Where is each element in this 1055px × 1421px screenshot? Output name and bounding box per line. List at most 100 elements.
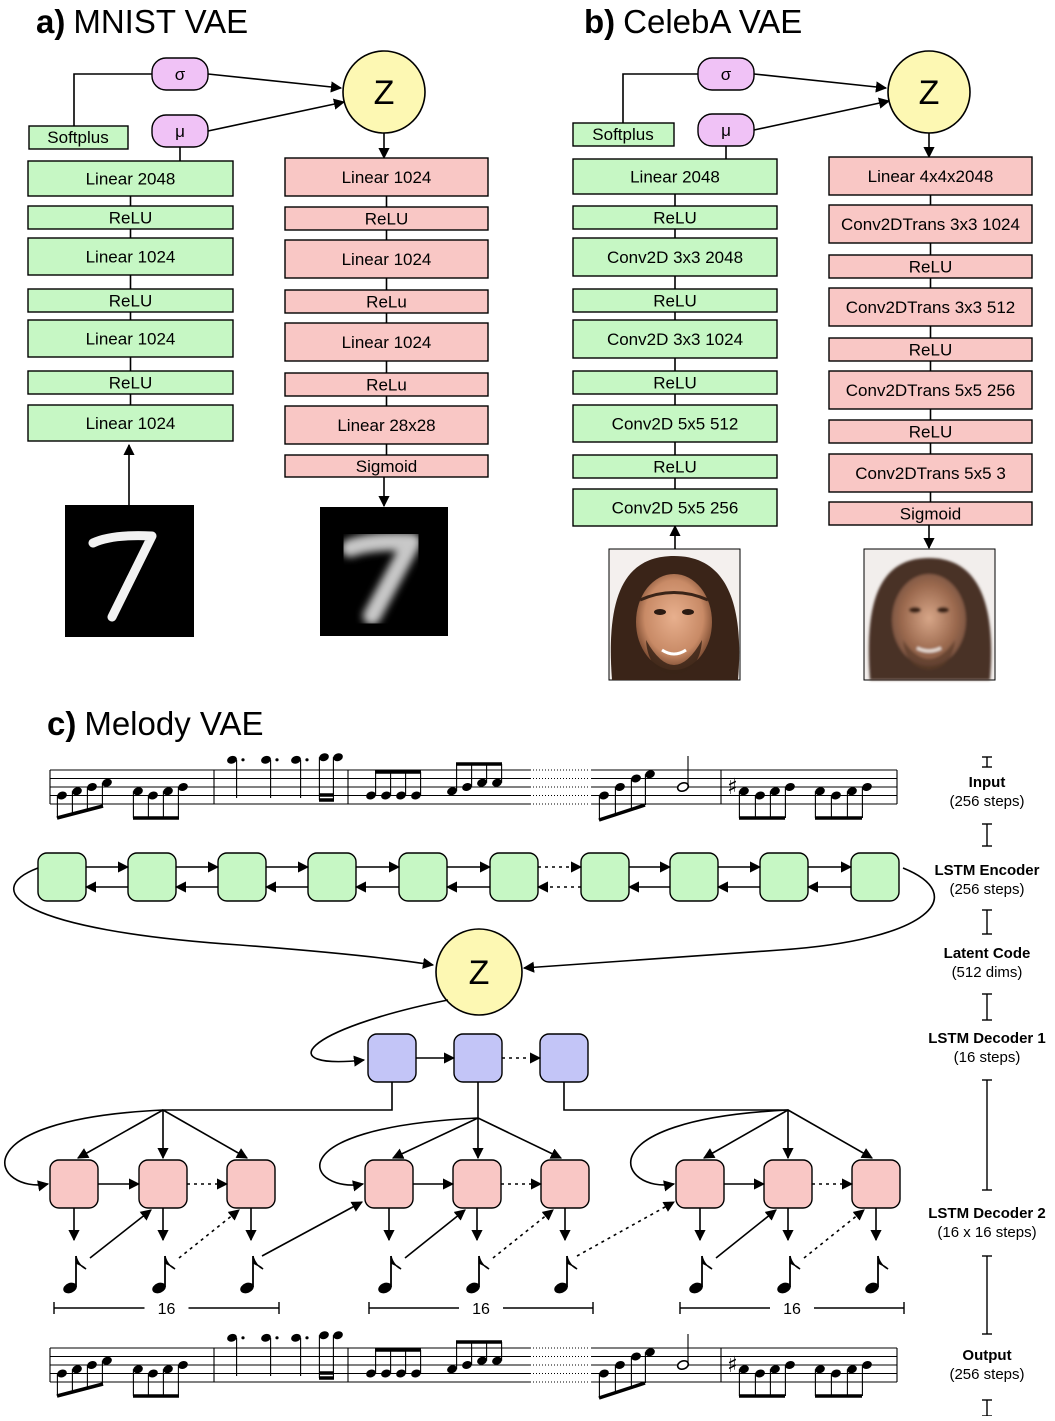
panel-b-encoder-layer-conv2d-5x5-512 <box>572 404 778 443</box>
panel-a: a)MNIST VAE σ μ Z Softplus Linear 2048Re… <box>27 3 489 637</box>
lstm-decoder2-cell <box>138 1159 188 1209</box>
panel-b-encoder-layer-label: Linear 2048 <box>630 168 720 187</box>
lstm-decoder2-cell <box>364 1159 414 1209</box>
panel-a-arrow <box>207 73 343 93</box>
panel-b-encoder-layer-conv2d-3x3-2048 <box>572 237 778 277</box>
panel-a-encoder-layer-linear-1024 <box>27 404 234 442</box>
lstm-encoder-cell <box>580 852 630 902</box>
encoder-to-z-arrow <box>12 867 435 969</box>
panel-b-letter: b) <box>584 3 615 40</box>
panel-a-softplus <box>28 125 129 150</box>
panel-b-decoder-layer-label: ReLU <box>909 341 952 360</box>
decoder1-to-decoder2-arrow <box>563 1082 794 1160</box>
encoder-to-z-arrow <box>522 867 936 973</box>
panel-b-encoder-layer-label: Conv2D 5x5 512 <box>612 415 739 434</box>
panel-a-decoder-layer-linear-1024 <box>284 157 489 197</box>
lstm-decoder1-cell <box>539 1033 589 1083</box>
lstm-decoder1-row <box>367 1033 589 1083</box>
decoder1-to-decoder2-arrow <box>157 1082 393 1160</box>
lstm-decoder2-cell <box>226 1159 276 1209</box>
panel-c-title: c)Melody VAE <box>47 705 263 742</box>
note-icon <box>689 1255 713 1294</box>
panel-a-decoder-layer-linear-1024 <box>284 322 489 362</box>
panel-a-decoder-layer-label: Linear 28x28 <box>337 416 435 435</box>
panel-a-encoder-layer-label: Linear 1024 <box>86 330 176 349</box>
panel-b-softplus-label: Softplus <box>592 125 653 144</box>
note-icon <box>152 1255 176 1294</box>
decoder2-group: 16 <box>3 1082 393 1318</box>
lstm-decoder2-row: 16 16 16 <box>3 1082 905 1318</box>
panel-c-title-text: Melody VAE <box>84 705 263 742</box>
panel-b-encoder-layer-label: Conv2D 3x3 1024 <box>607 330 743 349</box>
panel-a-mu-label: μ <box>175 122 185 141</box>
panel-b-link <box>622 73 698 123</box>
panel-a-encoder-layer-label: ReLU <box>109 374 152 393</box>
side-label-subtitle: (16 steps) <box>954 1049 1021 1066</box>
panel-b-decoder-layer-conv2dtrans-5x5-256 <box>828 370 1033 410</box>
panel-c-z-label: Z <box>469 954 490 992</box>
decoder1-to-decoder2-arrow <box>703 1109 789 1159</box>
note-icon <box>378 1255 402 1294</box>
side-label-title: Input <box>969 774 1006 791</box>
panel-a-encoder-layer-label: Linear 1024 <box>86 248 176 267</box>
decoder2-group: 16 <box>318 1082 594 1318</box>
panel-a-encoder-layer-label: Linear 1024 <box>86 414 176 433</box>
lstm-encoder-cell <box>489 852 539 902</box>
panel-a-title-text: MNIST VAE <box>73 3 248 40</box>
group-length-label: 16 <box>158 1301 176 1318</box>
panel-c-letter: c) <box>47 705 76 742</box>
panel-a-sigma-label: σ <box>175 65 186 84</box>
panel-a-decoder-layer-label: Linear 1024 <box>342 250 432 269</box>
panel-a-z-label: Z <box>374 74 395 112</box>
group-transition-arrow <box>261 1201 363 1257</box>
panel-a-decoder-layer-linear-28x28 <box>284 405 489 445</box>
lstm-encoder-cell <box>307 852 357 902</box>
mnist-input-digit <box>88 531 157 622</box>
side-label-subtitle: (256 steps) <box>949 881 1024 898</box>
lstm-decoder2-cell <box>851 1159 901 1209</box>
lstm-decoder2-cell <box>675 1159 725 1209</box>
panel-b-decoder-layer-label: Conv2DTrans 5x5 256 <box>846 381 1015 400</box>
lstm-encoder-cell <box>759 852 809 902</box>
decoder1-to-decoder2-arrow <box>77 1109 164 1159</box>
note-icon <box>63 1255 87 1294</box>
panel-b-encoder-layer-label: Conv2D 3x3 2048 <box>607 248 743 267</box>
note-feedback-arrow <box>492 1209 554 1259</box>
panel-b-decoder-layer-label: Linear 4x4x2048 <box>868 167 994 186</box>
group-transition-arrow <box>576 1201 675 1257</box>
celeba-output-image <box>863 548 996 681</box>
panel-b-arrow <box>753 73 888 93</box>
panel-a-letter: a) <box>36 3 65 40</box>
panel-b-decoder-layer-sigmoid <box>828 501 1033 526</box>
lstm-decoder2-cell <box>452 1159 502 1209</box>
panel-b-encoder-layer-linear-2048 <box>572 158 778 195</box>
panel-a-decoder-layer-sigmoid <box>284 454 489 478</box>
panel-b-z-label: Z <box>919 74 940 112</box>
panel-b-encoder-layer-label: ReLU <box>653 209 696 228</box>
lstm-decoder2-cell <box>540 1159 590 1209</box>
group-length-label: 16 <box>783 1301 801 1318</box>
panel-b-arrow <box>753 97 891 131</box>
panel-b-decoder-layer-label: Sigmoid <box>900 505 961 524</box>
mnist-input-image <box>65 505 194 637</box>
note-icon <box>554 1255 578 1294</box>
svg-text:♯: ♯ <box>727 775 738 800</box>
note-icon <box>865 1255 889 1294</box>
panel-a-decoder-layer-label: Sigmoid <box>356 457 417 476</box>
lstm-encoder-cell <box>37 852 87 902</box>
panel-b-decoder-layer-conv2dtrans-5x5-3 <box>828 453 1033 493</box>
side-labels: Input(256 steps)LSTM Encoder(256 steps)L… <box>928 756 1046 1417</box>
panel-a-decoder-layer-linear-1024 <box>284 239 489 279</box>
note-feedback-arrow <box>803 1209 865 1259</box>
side-label-subtitle: (256 steps) <box>949 793 1024 810</box>
note-feedback-arrow <box>404 1209 466 1259</box>
side-label-subtitle: (256 steps) <box>949 1366 1024 1383</box>
decoder1-to-decoder2-arrow <box>391 1117 479 1159</box>
side-label-title: Latent Code <box>944 945 1031 962</box>
panel-a-softplus-label: Softplus <box>47 128 108 147</box>
